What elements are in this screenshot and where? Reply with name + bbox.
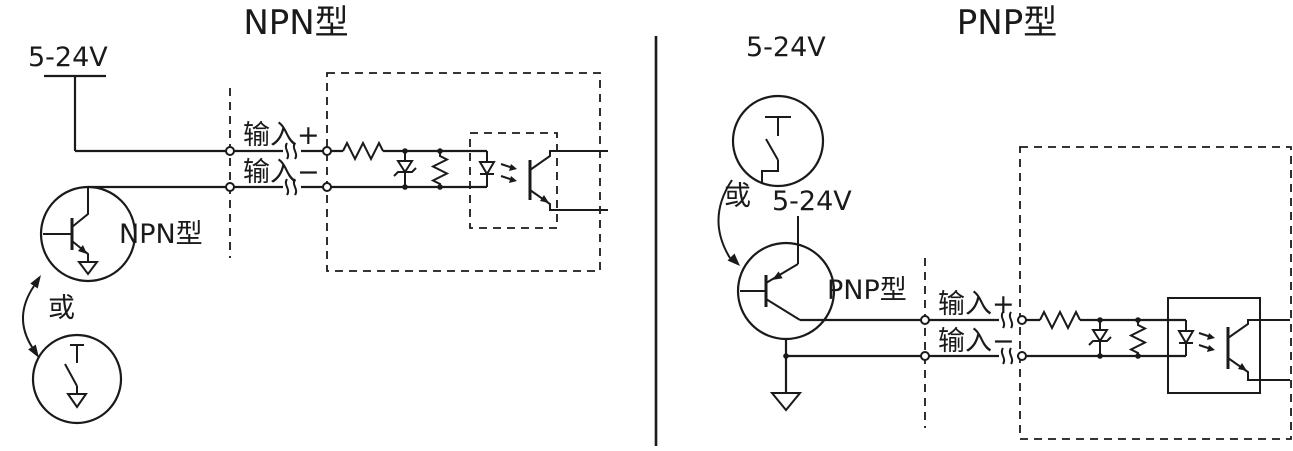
optocoupler-icon [1167,297,1290,394]
ground-icon [77,261,99,276]
wire-break-icon [999,347,1017,365]
npn-supply-label: 5-24V [28,42,108,73]
terminal-point [920,315,930,325]
pnp-or-label: 或 [724,181,751,212]
npn-input-plus-label: 输入+ [243,120,320,151]
pnp-title: PNP型 [957,3,1057,43]
npn-section: NPN型 5-24V 输入+ [22,3,608,425]
terminal-point [322,146,332,156]
pnp-switch-supply-label: 5-24V [746,32,826,63]
light-arrows-icon [500,163,517,183]
terminal-point [225,146,235,156]
terminal-point [920,351,930,361]
switch-circle [31,333,123,425]
wire-break-icon [999,311,1017,329]
led-icon [1177,320,1195,356]
npn-or-label: 或 [48,293,75,324]
terminal-point [1017,351,1027,361]
pnp-transistor-supply-label: 5-24V [772,186,852,217]
pnp-section: PNP型 5-24V 或 5-24V [717,3,1292,440]
ground-leg [769,339,803,412]
npn-transistor-label: NPN型 [119,219,203,250]
led-icon [478,151,496,187]
phototransistor-icon [1226,319,1290,381]
zener-diode-icon [393,151,417,187]
switch-icon [761,138,779,183]
switch-icon [64,344,88,409]
wire-break-icon [283,142,301,160]
ground-icon [769,392,803,412]
terminal-point [1017,315,1027,325]
light-arrows-icon [1198,332,1215,352]
npn-transistor-circle [39,185,137,283]
or-swap-arrow-icon [717,171,741,266]
zener-diode-icon [1088,320,1112,356]
ground-icon [66,393,88,409]
optocoupler-icon [469,132,608,229]
driver-board-outline [1019,146,1292,440]
terminal-point [225,182,235,192]
npn-input-minus-label: 输入− [243,157,320,188]
pnp-transistor-label: PNP型 [827,275,907,306]
resistor-icon [1128,320,1148,356]
terminal-point [322,182,332,192]
resistor-icon [1039,309,1081,331]
pnp-transistor-icon [740,263,801,321]
driver-board-outline [326,72,601,272]
npn-title: NPN型 [243,3,348,43]
switch-circle [731,94,825,188]
resistor-icon [342,140,384,162]
resistor-icon [430,151,450,187]
phototransistor-icon [528,150,608,211]
power-rail-icon [44,74,106,151]
supply-tbar-icon [765,116,791,136]
npn-transistor-icon [43,187,99,276]
wire-break-icon [283,178,301,196]
or-swap-arrow-icon [22,275,41,358]
